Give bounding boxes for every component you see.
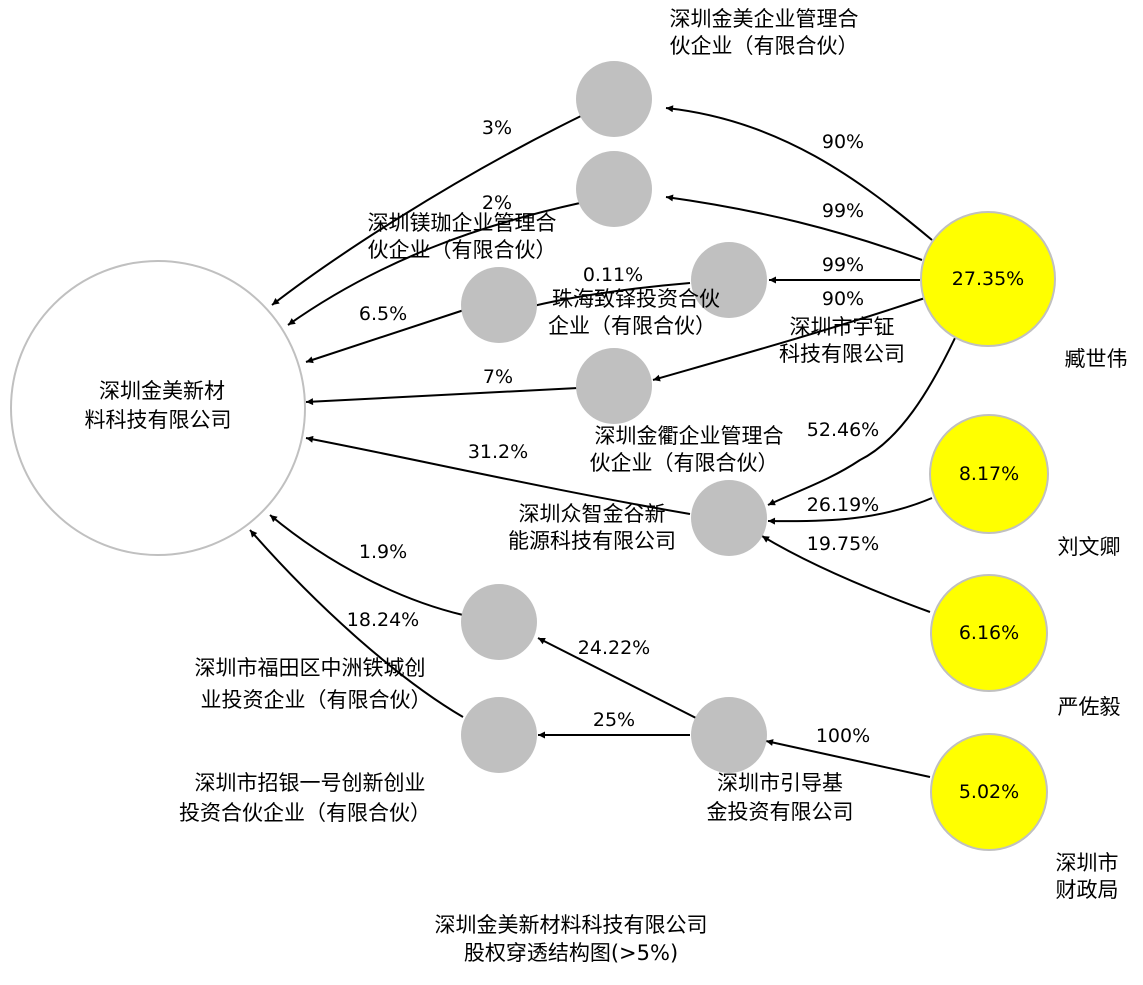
zang-name: 臧世伟 [1065, 347, 1128, 371]
edge-label-zang-jinmei: 90% [822, 131, 864, 153]
node-person-zang [920, 211, 1056, 347]
edge-label-zang-jinqu: 90% [822, 288, 864, 310]
edge-label-jinmei-target: 3% [482, 117, 512, 139]
target-label-line2: 料科技有限公司 [85, 408, 232, 432]
edge-yan-to-zhongzhi [761, 535, 931, 613]
caption-line2: 股权穿透结构图(>5%) [464, 941, 678, 965]
nodes [10, 61, 1056, 851]
yindao-label-line2: 金投资有限公司 [707, 800, 854, 824]
edge-label-liu-zhongzhi: 26.19% [807, 494, 879, 516]
edges [249, 105, 956, 778]
node-person-yan [930, 574, 1048, 692]
edge-futian-to-target [269, 514, 464, 616]
target-label-line1: 深圳金美新材 [99, 379, 225, 403]
node-jinqu-mgmt [576, 348, 652, 424]
edge-label-jinqu-target: 7% [483, 366, 513, 388]
diagram-caption: 深圳金美新材料科技有限公司 股权穿透结构图(>5%) [435, 913, 708, 965]
edge-label-yuzheng-target: 6.5% [359, 303, 407, 325]
yuzheng-label-line1: 深圳市宇钲 [790, 315, 895, 339]
yan-name: 严佐毅 [1058, 695, 1121, 719]
edge-liu-to-zhongzhi [767, 497, 933, 525]
node-futian [461, 584, 537, 660]
edge-zang-to-jinqu [652, 297, 926, 382]
edge-zang-to-zhongzhi [767, 337, 956, 506]
edge-label-yindao-zhaoyin: 25% [593, 709, 635, 731]
caption-line1: 深圳金美新材料科技有限公司 [435, 913, 708, 937]
meijia-label-line2: 伙企业（有限合伙） [368, 238, 557, 262]
edge-jinqu-to-target [305, 387, 579, 406]
jinmei-label-line1: 深圳金美企业管理合 [670, 7, 859, 31]
futian-label-line1: 深圳市福田区中洲铁城创 [195, 656, 426, 680]
zhaoyin-label-line1: 深圳市招银一号创新创业 [195, 771, 426, 795]
edge-label-czj-yindao: 100% [816, 725, 870, 747]
zang-pct: 27.35% [952, 268, 1024, 290]
zhongzhi-label-line1: 深圳众智金谷新 [519, 502, 666, 526]
yindao-label-line1: 深圳市引导基 [717, 771, 843, 795]
edge-zhongzhi-to-target [305, 435, 691, 515]
edge-label-meijia-target: 2% [482, 192, 512, 214]
jinqu-label-line1: 深圳金衢企业管理合 [595, 424, 784, 448]
liu-name: 刘文卿 [1058, 535, 1121, 559]
edge-zhaoyin-to-target [249, 529, 464, 718]
yuzheng-label-line2: 科技有限公司 [779, 342, 905, 366]
node-zhongzhi [691, 480, 767, 556]
node-yuzheng [461, 267, 537, 343]
zhuhai-label-line2: 企业（有限合伙） [548, 314, 716, 338]
zhongzhi-label-line2: 能源科技有限公司 [508, 529, 676, 553]
edge-label-zang-meijia: 99% [822, 200, 864, 222]
czj-name-line1: 深圳市 [1056, 851, 1119, 875]
edge-czj-to-yindao [765, 739, 931, 778]
edge-label-yindao-futian: 24.22% [578, 637, 650, 659]
edge-label-zhongzhi-target: 31.2% [468, 441, 528, 463]
node-zhuhai [691, 242, 767, 318]
edge-label-futian-target: 1.9% [359, 541, 407, 563]
edge-label-zang-zhongzhi: 52.46% [807, 419, 879, 441]
liu-pct: 8.17% [959, 463, 1019, 485]
czj-name-line2: 财政局 [1056, 878, 1119, 902]
edge-zang-to-jinmei [665, 105, 933, 241]
node-yindao [691, 697, 767, 773]
jinqu-label-line2: 伙企业（有限合伙） [590, 451, 779, 475]
edge-label-yan-zhongzhi: 19.75% [807, 533, 879, 555]
node-jinmei-mgmt [576, 61, 652, 137]
yan-pct: 6.16% [959, 622, 1019, 644]
czj-pct: 5.02% [959, 781, 1019, 803]
edge-labels: 3% 2% 0.11% 6.5% 7% 31.2% 1.9% 18.24% 90… [347, 117, 879, 747]
node-zhaoyin [461, 697, 537, 773]
edge-yuzheng-to-target [305, 309, 465, 364]
node-czj [930, 733, 1048, 851]
edge-label-zhaoyin-target: 18.24% [347, 609, 419, 631]
meijia-label-line1: 深圳镁珈企业管理合 [368, 211, 557, 235]
zhuhai-label-line1: 珠海致铎投资合伙 [552, 287, 720, 311]
jinmei-label-line2: 伙企业（有限合伙） [670, 34, 859, 58]
edge-label-zang-zhuhai: 99% [822, 254, 864, 276]
edge-jinmei-to-target [271, 114, 584, 306]
zhaoyin-label-line2: 投资合伙企业（有限合伙） [179, 801, 431, 825]
node-target-company [10, 260, 306, 556]
node-person-liu [929, 414, 1049, 534]
edge-label-zhuhai-target: 0.11% [583, 264, 643, 286]
edge-meijia-to-target [287, 202, 581, 326]
node-meijia-mgmt [576, 151, 652, 227]
futian-label-line2: 业投资企业（有限合伙） [201, 688, 432, 712]
edge-yindao-to-futian [537, 637, 697, 719]
edge-zang-to-meijia [665, 194, 923, 261]
node-labels: 深圳金美新材 料科技有限公司 深圳金美企业管理合 伙企业（有限合伙） 深圳镁珈企… [85, 7, 1128, 902]
